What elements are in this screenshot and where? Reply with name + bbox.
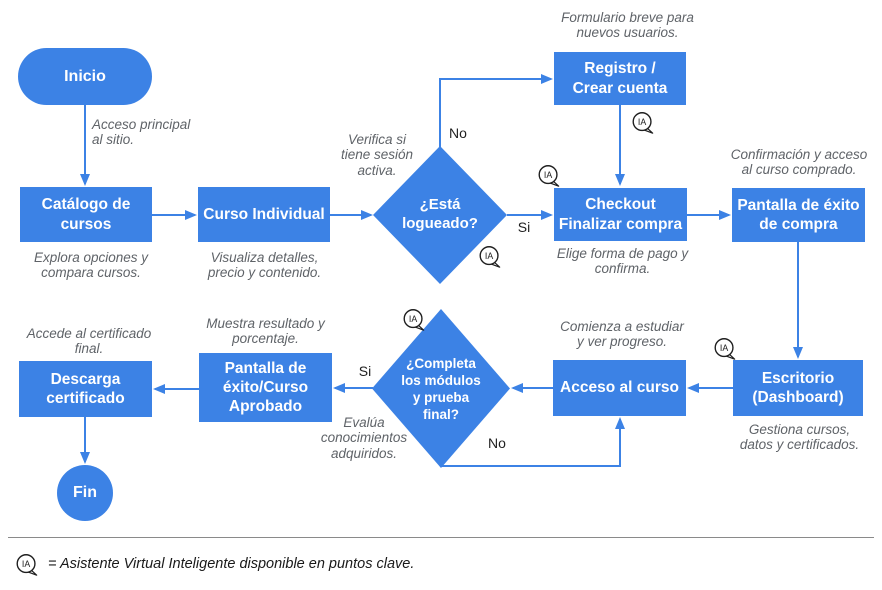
ia-assistant-icon: IA: [632, 112, 654, 134]
node-catalogo-cursos: Catálogo de cursos: [20, 187, 152, 242]
node-fin: Fin: [57, 465, 113, 521]
decision-completa-modulos-label: ¿Completa los módulos y prueba final?: [401, 355, 481, 422]
svg-text:IA: IA: [485, 251, 493, 261]
node-descarga-certificado: Descarga certificado: [19, 361, 152, 417]
ia-assistant-icon: IA: [714, 338, 736, 360]
svg-text:IA: IA: [409, 314, 417, 324]
node-acceso-al-curso: Acceso al curso: [553, 360, 686, 416]
edge-completa-no-acceso: [441, 417, 625, 467]
edge-label-login-no: No: [449, 125, 467, 141]
svg-text:IA: IA: [638, 117, 646, 127]
decision-esta-logueado-label: ¿Está logueado?: [402, 196, 478, 232]
node-checkout: Checkout Finalizar compra: [554, 188, 687, 241]
node-curso-individual: Curso Individual: [198, 187, 330, 242]
annotation-muestra: Muestra resultado y porcentaje.: [206, 316, 325, 347]
annotation-acceso-principal: Acceso principal al sitio.: [92, 117, 191, 148]
edge-label-login-si: Si: [517, 219, 531, 235]
node-inicio: Inicio: [18, 48, 152, 105]
svg-text:IA: IA: [720, 343, 728, 353]
legend-text: = Asistente Virtual Inteligente disponib…: [48, 556, 415, 572]
ia-assistant-icon: IA: [403, 309, 425, 331]
annotation-explora: Explora opciones y compara cursos.: [33, 250, 149, 281]
ia-assistant-icon: IA: [479, 246, 501, 268]
svg-text:IA: IA: [22, 559, 30, 569]
legend-divider: [8, 537, 874, 538]
svg-text:IA: IA: [544, 170, 552, 180]
node-pantalla-exito-curso: Pantalla de éxito/Curso Aprobado: [199, 353, 332, 422]
annotation-evalua: Evalúa conocimientos adquiridos.: [320, 415, 408, 461]
annotation-gestiona: Gestiona cursos, datos y certificados.: [739, 422, 860, 453]
annotation-elige: Elige forma de pago y confirma.: [556, 246, 689, 277]
node-escritorio-dashboard: Escritorio (Dashboard): [733, 360, 863, 416]
annotation-verifica: Verifica si tiene sesión activa.: [340, 132, 414, 178]
annotation-comienza: Comienza a estudiar y ver progreso.: [560, 319, 684, 350]
annotation-confirmacion: Confirmación y acceso al curso comprado.: [730, 147, 868, 178]
edge-logueado-no-registro: [439, 74, 553, 147]
ia-assistant-icon: IA: [16, 554, 38, 576]
node-registro-crear-cuenta: Registro / Crear cuenta: [554, 52, 686, 105]
annotation-formulario: Formulario breve para nuevos usuarios.: [561, 10, 694, 41]
edge-label-completa-si: Si: [358, 363, 372, 379]
node-pantalla-exito-compra: Pantalla de éxito de compra: [732, 188, 865, 242]
annotation-visualiza: Visualiza detalles, precio y contenido.: [207, 250, 322, 281]
edge-label-completa-no: No: [488, 435, 506, 451]
annotation-accede: Accede al certificado final.: [26, 326, 152, 357]
ia-assistant-icon: IA: [538, 165, 560, 187]
